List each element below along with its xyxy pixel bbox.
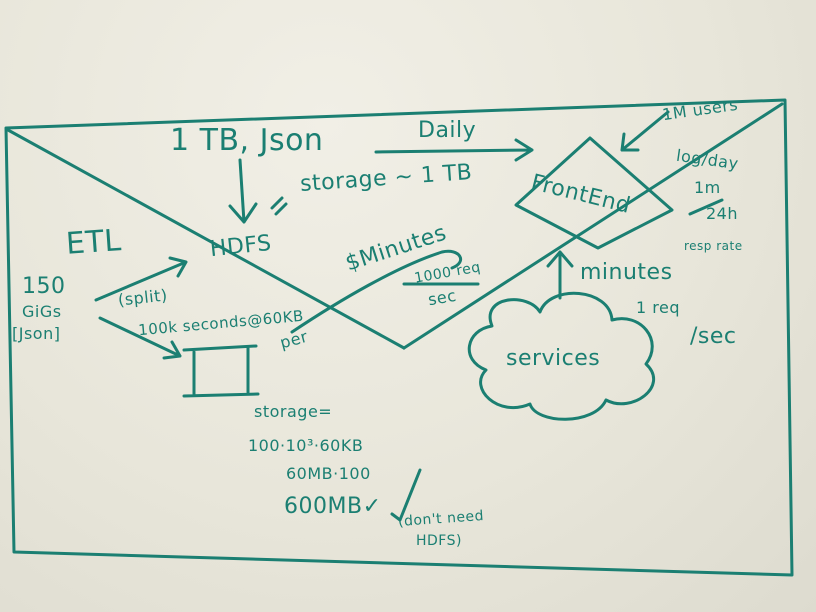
etl-label: ETL xyxy=(64,223,123,262)
v-line-left xyxy=(6,128,406,350)
services-cloud xyxy=(467,291,655,421)
v-line-right xyxy=(402,102,784,350)
frontend-diamond xyxy=(514,136,674,250)
req-sec-denominator: /sec xyxy=(690,324,737,349)
calc-line-3: 600MB✓ xyxy=(284,494,382,519)
daily-label: Daily xyxy=(418,118,477,143)
frame-border xyxy=(4,98,794,577)
arrow-to-hdfs xyxy=(228,158,258,224)
services-label: services xyxy=(506,346,601,371)
req-sec-numerator: 1 req xyxy=(636,298,680,317)
input-format-label: [Json] xyxy=(12,324,61,343)
calc-line-1: 100·10³·60KB xyxy=(248,436,364,455)
storage-cylinder xyxy=(182,344,260,398)
resp-rate-label: resp rate xyxy=(684,239,743,253)
calc-line-2: 60MB·100 xyxy=(286,464,371,483)
arrow-users xyxy=(620,110,670,152)
rate-denominator: sec xyxy=(426,285,458,310)
equals-mark xyxy=(270,196,288,216)
minutes-curve xyxy=(290,249,463,334)
minutes-label: minutes xyxy=(580,260,673,285)
freq-numerator: 1m xyxy=(694,178,721,197)
storage-eq-label: storage= xyxy=(254,402,333,421)
arrow-daily xyxy=(374,138,534,162)
check-mark xyxy=(390,468,422,522)
arrow-minutes xyxy=(546,250,574,300)
freq-denominator: 24h xyxy=(706,204,738,223)
freq-fraction-bar xyxy=(688,198,724,216)
input-size-label: 150 xyxy=(22,274,66,299)
data-size-label: 1 TB, Json xyxy=(170,123,324,158)
arrow-etl-storage xyxy=(98,316,182,360)
arrow-etl-hdfs xyxy=(94,256,188,302)
input-unit-label: GiGs xyxy=(22,302,62,321)
note-line-2: HDFS) xyxy=(416,533,462,549)
